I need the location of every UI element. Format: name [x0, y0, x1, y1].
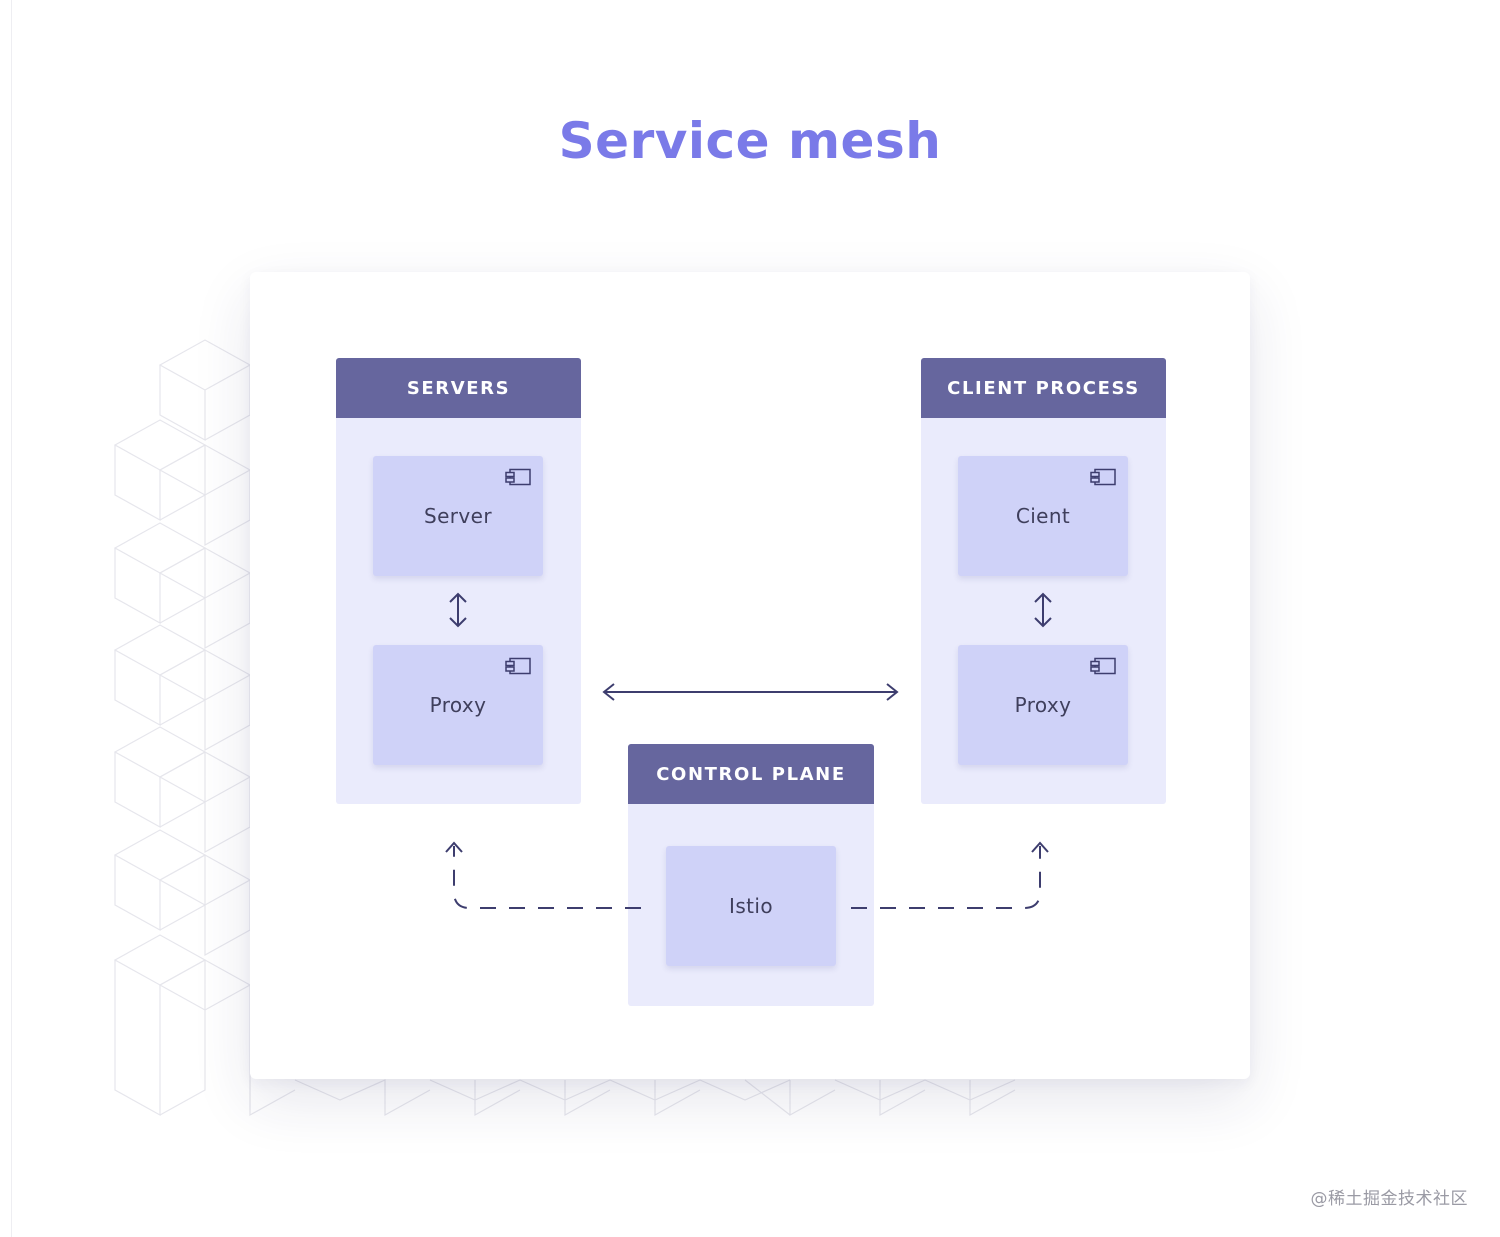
bidirectional-arrow-icon	[449, 592, 467, 628]
istio-node[interactable]: Istio	[666, 846, 836, 966]
server-node[interactable]: Server	[373, 456, 543, 576]
istio-node-label: Istio	[729, 894, 773, 918]
component-icon	[1090, 468, 1116, 486]
control-plane-panel-header: CONTROL PLANE	[628, 744, 874, 804]
component-icon	[1090, 657, 1116, 675]
client-node[interactable]: Cient	[958, 456, 1128, 576]
client-process-panel: CLIENT PROCESS Cient Proxy	[921, 358, 1166, 804]
left-edge-rule	[11, 0, 12, 1237]
watermark: @稀土掘金技术社区	[1310, 1189, 1468, 1209]
bidirectional-arrow-icon	[1034, 592, 1052, 628]
client-process-panel-header: CLIENT PROCESS	[921, 358, 1166, 418]
server-node-label: Server	[424, 504, 492, 528]
server-proxy-node[interactable]: Proxy	[373, 645, 543, 765]
server-proxy-node-label: Proxy	[429, 693, 487, 717]
component-icon	[505, 657, 531, 675]
client-node-label: Cient	[1015, 504, 1071, 528]
servers-panel-header: SERVERS	[336, 358, 581, 418]
page-title: Service mesh	[558, 112, 942, 170]
client-proxy-node-label: Proxy	[1014, 693, 1072, 717]
component-icon	[505, 468, 531, 486]
control-plane-panel: CONTROL PLANE Istio	[628, 744, 874, 1006]
diagram-card: SERVERS Server Proxy CLIENT PROCESS	[250, 272, 1250, 1079]
servers-panel: SERVERS Server Proxy	[336, 358, 581, 804]
client-proxy-node[interactable]: Proxy	[958, 645, 1128, 765]
